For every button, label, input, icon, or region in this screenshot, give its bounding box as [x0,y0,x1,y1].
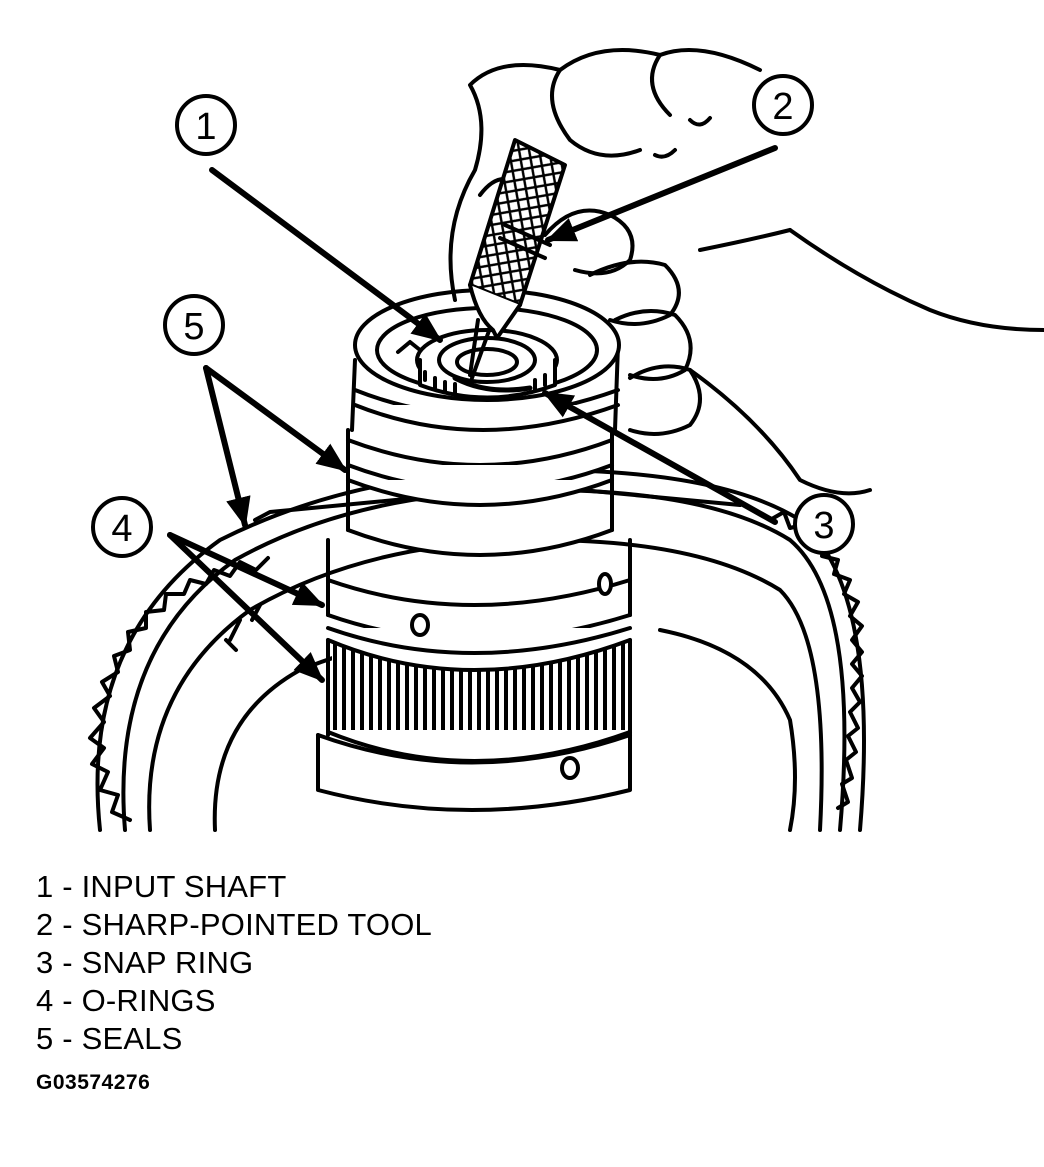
figure-code: G03574276 [36,1071,151,1094]
input-shaft-illustration: 1 2 3 4 5 [88,48,1044,832]
leader-5a [203,365,348,473]
callout-1-label: 1 [195,106,216,148]
callout-4-label: 4 [111,508,132,550]
legend-list: 1 - INPUT SHAFT 2 - SHARP-POINTED TOOL 3… [36,868,432,1058]
sharp-pointed-tool [468,138,567,380]
leader-1 [209,167,443,343]
legend-item: 4 - O-RINGS [36,983,216,1018]
callout-3-label: 3 [813,505,834,547]
leader-2 [545,145,778,243]
legend-item: 3 - SNAP RING [36,945,254,980]
leader-4b [167,532,325,683]
callout-2-label: 2 [772,86,793,128]
hand-illustration [448,48,1044,496]
callout-3-circle [793,493,855,555]
leader-3 [542,390,778,525]
callout-2-circle [752,74,814,136]
callout-4-circle [91,496,153,558]
callout-1-circle [175,94,237,156]
callout-5-label: 5 [183,306,204,348]
leader-5b [203,365,251,528]
legend-item: 5 - SEALS [36,1021,183,1056]
snap-ring [452,375,533,393]
callout-5-circle [163,294,225,356]
legend-item: 1 - INPUT SHAFT [36,869,287,904]
legend-item: 2 - SHARP-POINTED TOOL [36,907,433,942]
leader-4a [167,532,325,608]
